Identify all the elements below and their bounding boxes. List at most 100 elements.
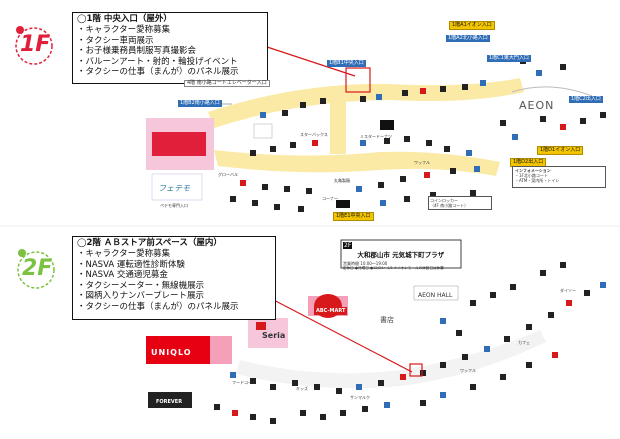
entrance-label: 1階B1中央入口 (327, 60, 366, 67)
entrance-label: 1階D1イオン入口 (537, 146, 584, 155)
shop-icon (230, 372, 236, 378)
coin-locker-note: コインロッカー （4F 南小路コート） (428, 196, 492, 210)
shop-icon (300, 102, 306, 108)
plaza-box: 2F 大和郡山市 元気城下町プラザ 営業時間 10:00～19:00 定休日 ●… (343, 242, 459, 270)
floor1-icon-figure (16, 26, 24, 34)
shop-icon (402, 90, 408, 96)
shop-icon (262, 184, 268, 190)
shop-label: フードコート (232, 380, 256, 385)
shop-icon (510, 284, 516, 290)
shop-icon (284, 186, 290, 192)
shop-icon (312, 140, 318, 146)
pointer-line-1f (257, 43, 356, 77)
shop-label: コーナー (322, 196, 338, 201)
pointer-target-1f (345, 67, 371, 93)
store-abc-mart: ABC-MART (314, 307, 348, 315)
shop-icon (440, 318, 446, 324)
shop-icon (400, 374, 406, 380)
store-block-dark (336, 200, 350, 208)
aeon-hall-outline (413, 285, 459, 301)
entrance-label: 1階B2南小路入口 (178, 100, 222, 107)
shop-icon (456, 330, 462, 336)
shop-icon (426, 140, 432, 146)
floor2-event-item: ・タクシーメーター・無線機展示 (77, 280, 205, 291)
shop-icon (440, 86, 446, 92)
shop-icon (250, 414, 256, 420)
store-uniqlo: UNIQLO (149, 347, 194, 358)
shop-icon (600, 282, 606, 288)
shop-icon (474, 166, 480, 172)
shop-icon (384, 138, 390, 144)
shop-icon (356, 384, 362, 390)
shop-icon (250, 150, 256, 156)
shop-icon (480, 80, 486, 86)
plaza-hours: 営業時間 10:00～19:00 (343, 261, 388, 266)
shop-icon (232, 410, 238, 416)
info-note-box: インフォメーション ・1F北小路コート ・ATM・案内所・トイレ (512, 166, 606, 188)
shop-icon (444, 146, 450, 152)
entrance-label: 1階A2北小路入口 (446, 35, 490, 42)
shop-icon (440, 392, 446, 398)
shop-label: カフェ (518, 340, 530, 345)
shop-icon (484, 346, 490, 352)
shop-icon (292, 380, 298, 386)
store-bookstore: 書店 (380, 316, 394, 324)
shop-label: ダイソー (560, 288, 576, 293)
store-block-small (256, 322, 266, 330)
floor1-event-item: ・タクシーの仕事（まんが）のパネル展示 (77, 67, 239, 78)
shop-icon (504, 336, 510, 342)
shop-icon (420, 88, 426, 94)
aeon-outline (511, 86, 593, 97)
shop-icon (566, 300, 572, 306)
pointer-target-2f (409, 363, 423, 377)
pointer-line-2f (265, 295, 413, 373)
entrance-label: 1階A1イオン入口 (449, 21, 495, 30)
shop-label: サンマルク (350, 395, 370, 400)
shop-icon (548, 312, 554, 318)
store-block-fetemo (151, 173, 203, 201)
shop-icon (600, 112, 606, 118)
shop-icon (500, 120, 506, 126)
shop-icon (512, 134, 518, 140)
shop-icon (584, 290, 590, 296)
shop-icon (290, 142, 296, 148)
floor2-event-box: ◯2階 ＡＢストア前スペース（屋内） ・キャラクター愛称募集 ・NASVA 運転… (72, 236, 276, 320)
info-line: ・ATM・案内所・トイレ (515, 178, 560, 183)
shop-icon (420, 370, 426, 376)
shop-icon (378, 182, 384, 188)
entrance-label: 1階C1東大門入口 (487, 55, 531, 62)
floor1-event-item: ・お子様乗務員制服写真撮影会 (77, 46, 197, 57)
info-line: ・1F北小路コート (515, 173, 548, 178)
shop-label: キッズ (296, 386, 308, 391)
shop-icon (270, 384, 276, 390)
shop-icon (362, 406, 368, 412)
shop-label: グローバル (218, 172, 238, 177)
shop-icon (560, 262, 566, 268)
shop-icon (240, 180, 246, 186)
floor2-badge: 2F (22, 256, 53, 281)
shop-icon (490, 292, 496, 298)
floor1-event-box: ◯1階 中央入口（屋外） ・キャラクター愛称募集 ・タクシー車両展示 ・お子様乗… (72, 12, 268, 84)
shop-icon (450, 168, 456, 174)
floor1-event-title: ◯1階 中央入口（屋外） (77, 14, 172, 24)
shop-icon (306, 188, 312, 194)
floor2-icon-figure (18, 249, 26, 257)
shop-icon (376, 94, 382, 100)
shop-icon (466, 150, 472, 156)
shop-icon (320, 414, 326, 420)
shop-icon (560, 124, 566, 130)
store-block (253, 123, 273, 139)
shop-icon (526, 324, 532, 330)
floor1-event-item: ・キャラクター愛称募集 (77, 25, 171, 35)
shop-icon (360, 140, 366, 146)
shop-icon (470, 300, 476, 306)
shop-label: ミスタードーナツ (360, 134, 392, 139)
shop-icon (536, 70, 542, 76)
shop-icon (580, 118, 586, 124)
shop-icon (274, 204, 280, 210)
shop-icon (400, 176, 406, 182)
store-label: ペテモ専門入口 (160, 203, 188, 208)
plaza-title: 大和郡山市 元気城下町プラザ (357, 251, 445, 259)
shop-icon (380, 200, 386, 206)
entrance-label: 1階E1中央入口 (333, 212, 374, 221)
